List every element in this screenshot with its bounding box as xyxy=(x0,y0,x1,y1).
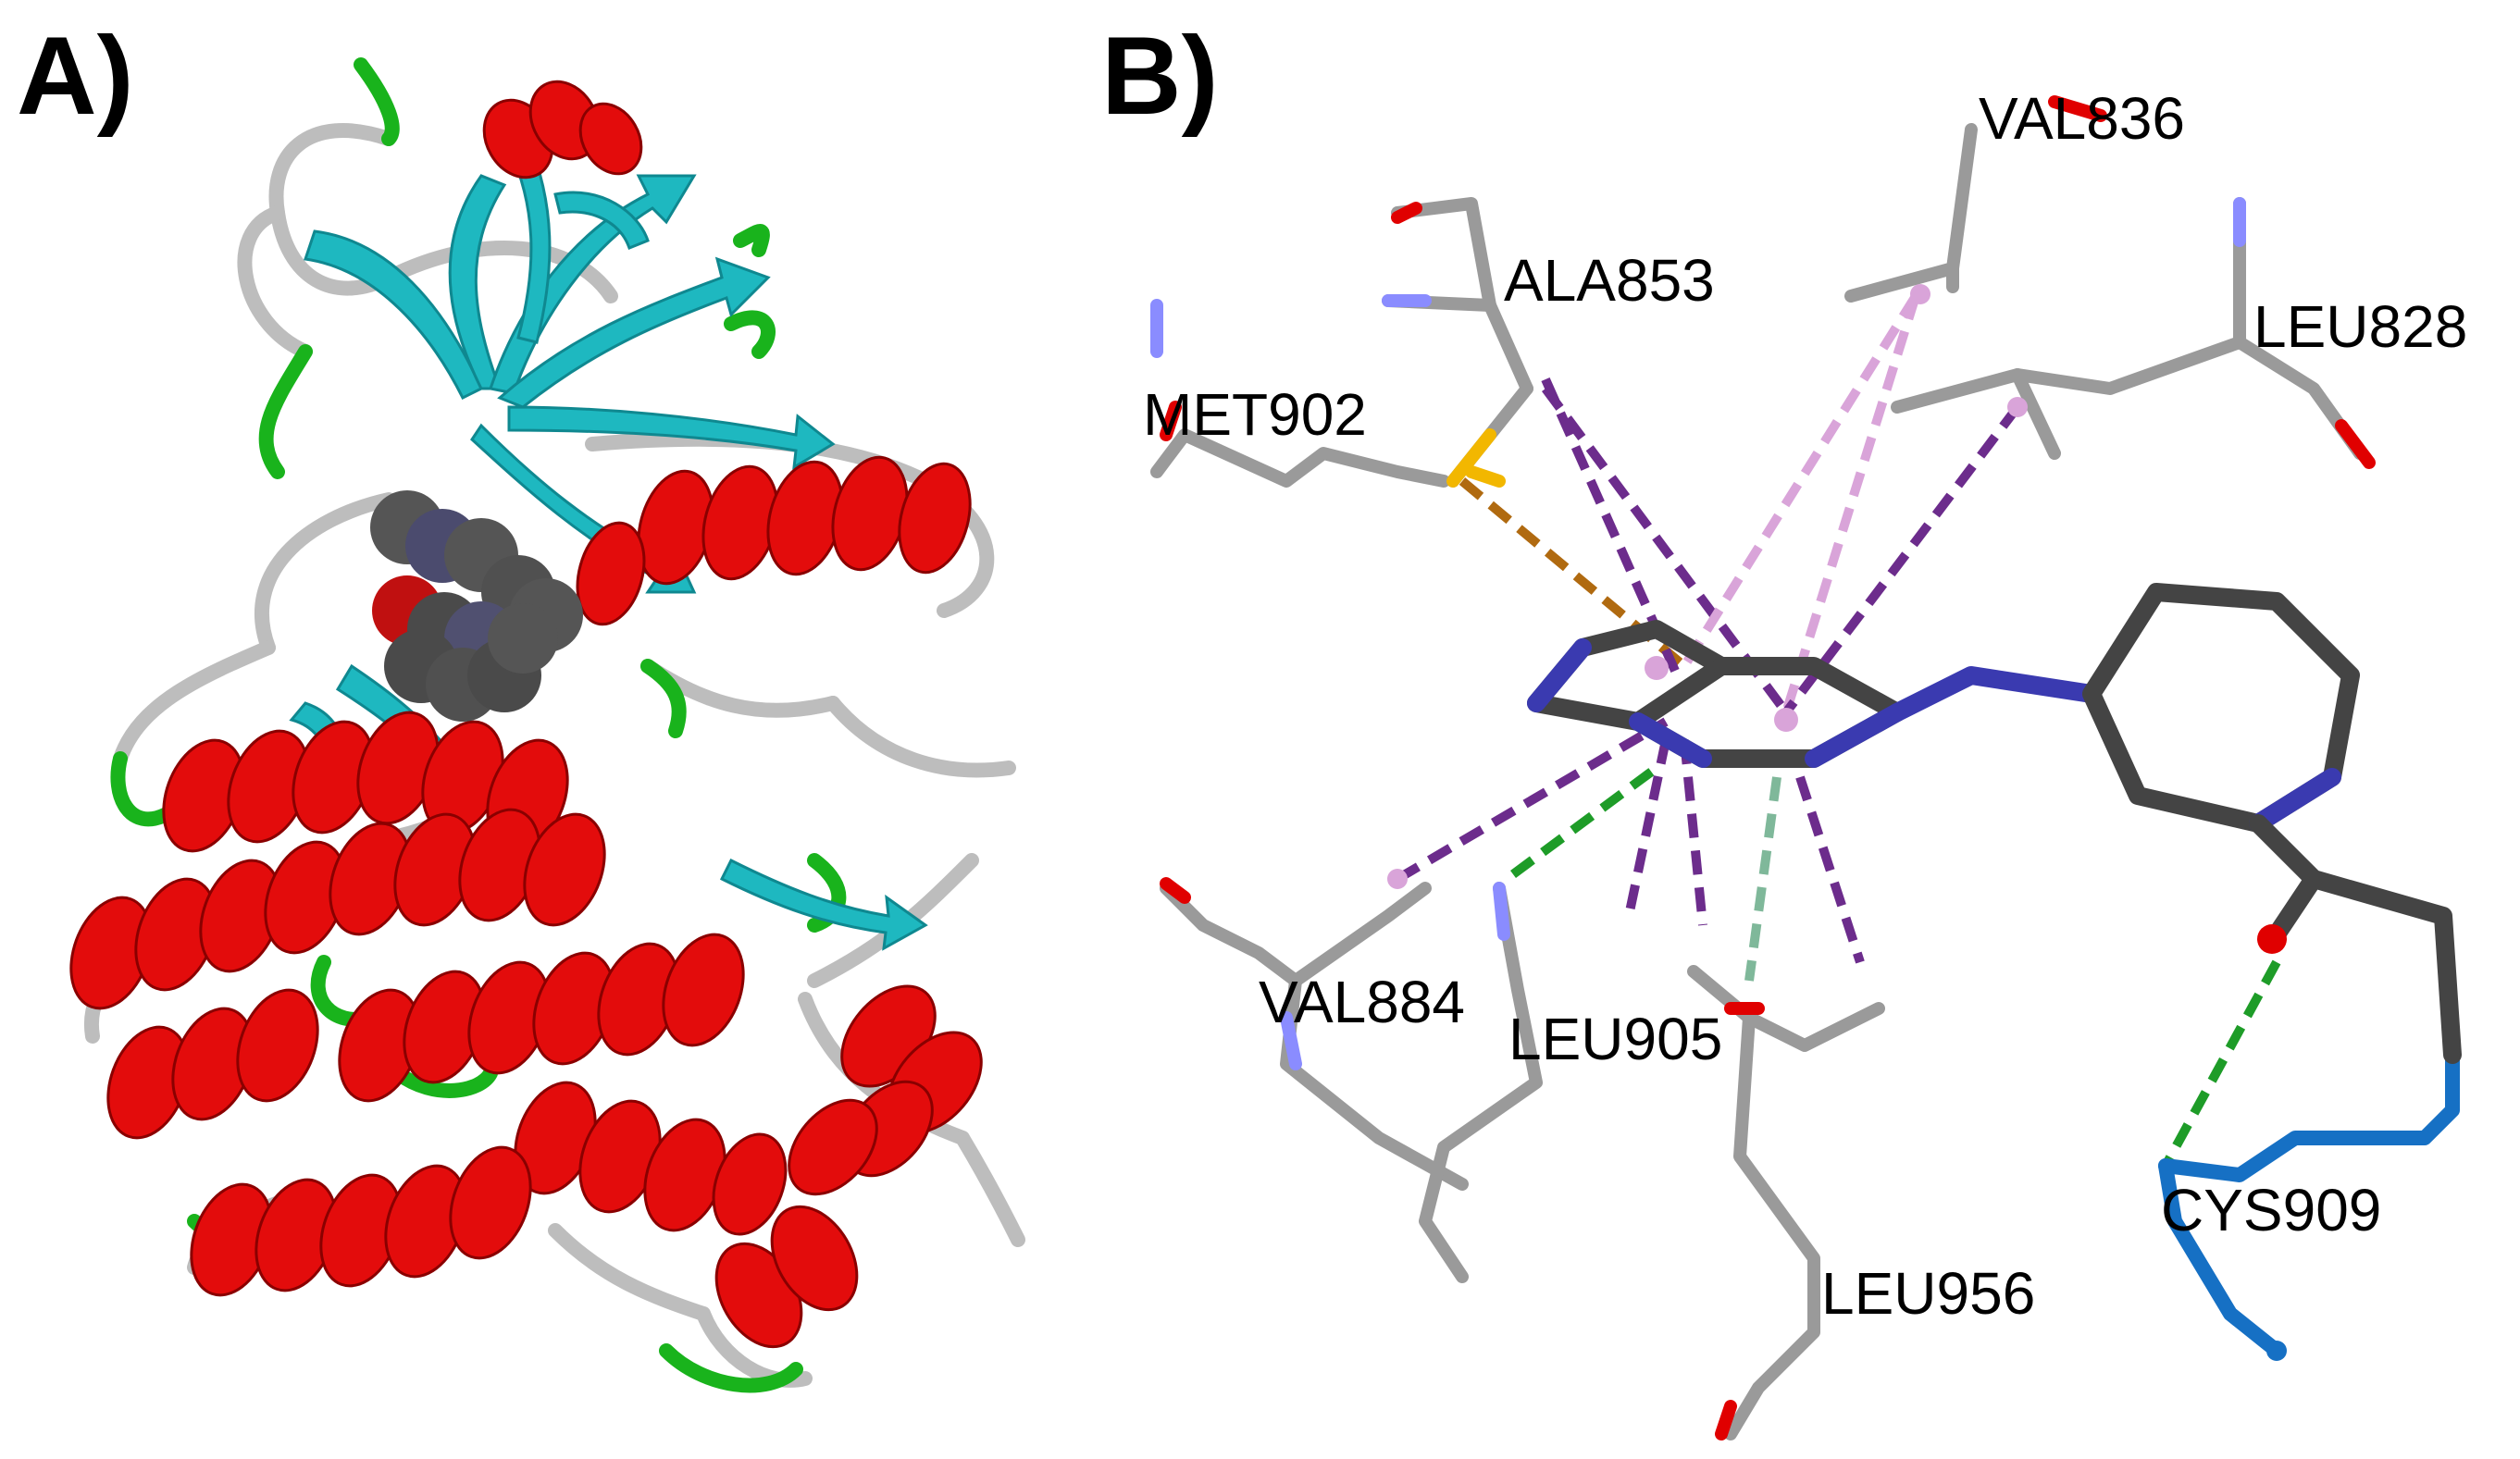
cys-hbond-line xyxy=(2161,959,2281,1168)
panel-a-protein-ribbon xyxy=(69,57,1025,1393)
interaction-centroids xyxy=(1387,284,2028,889)
alpha-helices xyxy=(69,80,983,1349)
helix-c xyxy=(576,455,972,626)
ligand-carbonyl-oxygen xyxy=(2257,924,2287,954)
leu828-stick xyxy=(2233,197,2366,460)
met902-stick xyxy=(1150,428,1450,488)
helix-right-lower xyxy=(788,984,983,1196)
leu956-chain xyxy=(1724,1011,1820,1440)
helix-far-right-bottom xyxy=(714,1205,859,1349)
helix-row-2 xyxy=(69,808,606,1010)
helix-bottom xyxy=(190,1145,532,1297)
label-val884: VAL884 xyxy=(1259,969,1465,1035)
ligand-sticks xyxy=(1527,583,2462,1064)
cys909-sulfur xyxy=(2266,1341,2287,1361)
hbond-line xyxy=(1510,763,1659,879)
leu956-top xyxy=(1687,965,1885,1052)
label-leu956: LEU956 xyxy=(1821,1260,2035,1327)
label-leu828: LEU828 xyxy=(2253,293,2467,360)
turn-segments xyxy=(110,57,847,1393)
label-val836: VAL836 xyxy=(1979,85,2185,152)
pi-sigma-line xyxy=(1795,775,1865,964)
pi-alkyl-line xyxy=(1395,717,1669,884)
pi-sigma-line xyxy=(1624,738,1670,918)
cys909-stick xyxy=(2158,1047,2460,1358)
ala853-stick xyxy=(1391,197,1533,395)
helix-middle-lower xyxy=(514,1081,788,1236)
pi-sigma-line xyxy=(1680,739,1707,926)
helix-row-1 xyxy=(162,711,569,853)
leu905-stick xyxy=(1419,882,1543,1283)
helix-row-3 xyxy=(106,933,745,1140)
pi-alkyl-line xyxy=(1781,294,1920,714)
residue-heteroatoms xyxy=(1150,95,2376,1440)
panel-a-label: A) xyxy=(17,14,134,138)
helix-top xyxy=(482,80,643,179)
val884-stick xyxy=(1160,882,1432,987)
panel-b-interactions: VAL836 ALA853 LEU828 MET902 VAL884 LEU90… xyxy=(1143,85,2467,1440)
carbon-hbond-line xyxy=(1744,776,1781,982)
leu828-chain xyxy=(1891,336,2246,414)
label-cys909: CYS909 xyxy=(2161,1177,2381,1243)
pi-alkyl-line xyxy=(1680,293,1920,669)
leu828-branch xyxy=(2011,368,2061,460)
pi-alkyl-line xyxy=(1782,403,2021,716)
label-leu905: LEU905 xyxy=(1508,1006,1722,1072)
ligand-spheres xyxy=(370,490,583,722)
panel-b-label: B) xyxy=(1101,14,1219,138)
label-ala853: ALA853 xyxy=(1504,247,1715,314)
label-met902: MET902 xyxy=(1143,381,1367,448)
